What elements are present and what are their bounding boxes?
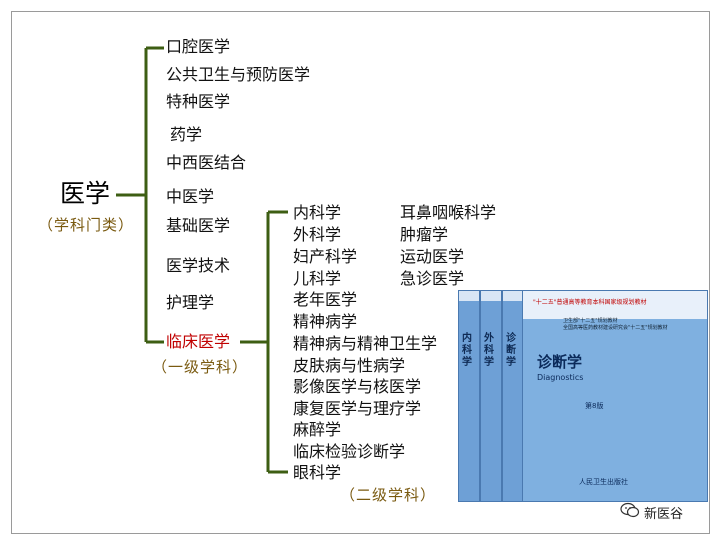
level2-item: 临床检验诊断学 (293, 442, 406, 461)
root-caption: （学科门类） (38, 216, 135, 234)
level2-item: 老年医学 (293, 290, 358, 309)
level1-item: 医学技术 (166, 256, 231, 275)
level1-item: 公共卫生与预防医学 (166, 65, 311, 84)
textbook-photo: 内科学 外科学 诊断学 "十二五"普通高等教育本科国家级规划教材 卫生部"十二五… (458, 290, 708, 510)
cover-title: 诊断学 (537, 353, 583, 371)
level2-item: 运动医学 (400, 247, 465, 266)
level2-item: 麻醉学 (293, 420, 342, 439)
cover-subtitle: Diagnostics (537, 373, 584, 382)
cover-series: "十二五"普通高等教育本科国家级规划教材 (533, 299, 647, 306)
level2-item: 皮肤病与性病学 (293, 356, 406, 375)
level1-item: 药学 (170, 125, 203, 144)
level1-item-highlighted: 临床医学 (166, 332, 231, 351)
level1-item: 中西医结合 (166, 153, 247, 172)
level2-item: 眼科学 (293, 463, 342, 482)
level2-item: 内科学 (293, 203, 342, 222)
level2-item: 精神病学 (293, 312, 358, 331)
level2-item: 外科学 (293, 225, 342, 244)
level2-item: 妇产科学 (293, 247, 358, 266)
level2-item: 康复医学与理疗学 (293, 399, 422, 418)
root-label: 医学 (60, 179, 111, 208)
cover-line: 卫生部"十二五"规划教材 (563, 318, 618, 324)
level2-item: 肿瘤学 (400, 225, 449, 244)
book-spine: 诊断学 (502, 290, 524, 502)
book-spine: 内科学 (458, 290, 480, 502)
book-spine-title: 诊断学 (506, 333, 516, 368)
level1-item: 护理学 (166, 293, 215, 312)
level2-item: 精神病与精神卫生学 (293, 334, 438, 353)
watermark-text: 新医谷 (644, 507, 684, 522)
cover-publisher: 人民卫生出版社 (579, 478, 628, 486)
level2-item: 急诊医学 (400, 269, 465, 288)
level2-item: 影像医学与核医学 (293, 377, 422, 396)
level1-caption: （一级学科） (152, 358, 249, 376)
book-spine: 外科学 (480, 290, 502, 502)
book-cover: "十二五"普通高等教育本科国家级规划教材 卫生部"十二五"规划教材 全国高等医药… (522, 290, 708, 502)
level2-caption: （二级学科） (340, 486, 437, 504)
book-spine-title: 内科学 (462, 333, 472, 368)
cover-edition: 第8版 (585, 402, 604, 410)
book-spine-title: 外科学 (484, 333, 494, 368)
level1-item: 中医学 (166, 187, 215, 206)
cover-line: 全国高等医药教材建设研究会"十二五"规划教材 (563, 325, 668, 331)
level1-item: 特种医学 (166, 92, 231, 111)
level1-item: 基础医学 (166, 216, 231, 235)
wechat-icon (620, 502, 640, 518)
level2-item: 耳鼻咽喉科学 (400, 203, 497, 222)
level1-item: 口腔医学 (166, 37, 231, 56)
level2-item: 儿科学 (293, 269, 342, 288)
